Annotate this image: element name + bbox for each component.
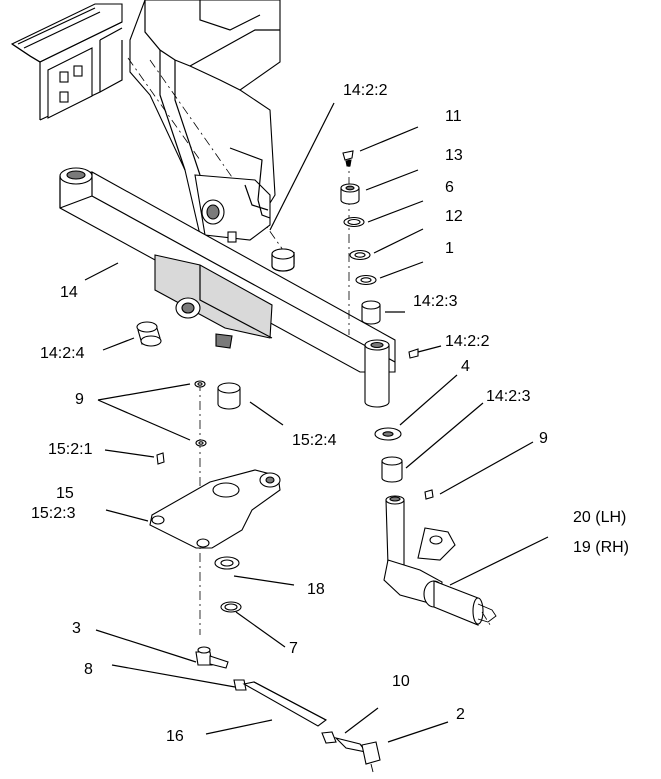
steering-frame-bracket <box>127 0 291 261</box>
callout-15: 15 <box>56 485 74 502</box>
callout-9-right: 9 <box>539 430 548 447</box>
axle-pivot-bushing-left <box>136 321 162 347</box>
callout-6: 6 <box>445 179 454 196</box>
callout-14: 14 <box>60 284 78 301</box>
callout-14-2-3-a: 14:2:3 <box>413 293 458 310</box>
callout-14-2-2-top: 14:2:2 <box>343 82 388 99</box>
callout-2: 2 <box>456 706 465 723</box>
callout-16: 16 <box>166 728 184 745</box>
axle-pivot-bushing-top <box>271 248 295 272</box>
callout-19-rh: 19 (RH) <box>573 539 629 556</box>
callout-12: 12 <box>445 208 463 225</box>
callout-7: 7 <box>289 640 298 657</box>
callout-9-left: 9 <box>75 391 84 408</box>
callout-20-lh: 20 (LH) <box>573 509 626 526</box>
callout-8: 8 <box>84 661 93 678</box>
front-axle <box>59 167 396 373</box>
callout-15-2-4: 15:2:4 <box>292 432 337 449</box>
callout-15-2-3: 15:2:3 <box>31 505 76 522</box>
steering-arm-stack <box>149 380 281 635</box>
frame-rail <box>10 3 123 121</box>
callout-3: 3 <box>72 620 81 637</box>
spindle <box>383 495 497 629</box>
callout-10: 10 <box>392 673 410 690</box>
callout-11: 11 <box>445 108 462 125</box>
callout-15-2-1: 15:2:1 <box>48 441 93 458</box>
callout-1: 1 <box>445 240 454 257</box>
callout-labels: 14:2:2 11 13 6 12 1 14 14:2:3 14:2:2 14:… <box>31 82 629 745</box>
callout-13: 13 <box>445 147 463 164</box>
leader-lines <box>84 102 549 743</box>
callout-14-2-4: 14:2:4 <box>40 345 85 362</box>
callout-14-2-3-b: 14:2:3 <box>486 388 531 405</box>
callout-4: 4 <box>461 358 470 375</box>
tie-rod-assembly <box>195 646 381 773</box>
axle-spindle-tube <box>364 339 390 408</box>
callout-14-2-2-b: 14:2:2 <box>445 333 490 350</box>
spindle-hardware-stack <box>340 150 434 500</box>
callout-18: 18 <box>307 581 325 598</box>
